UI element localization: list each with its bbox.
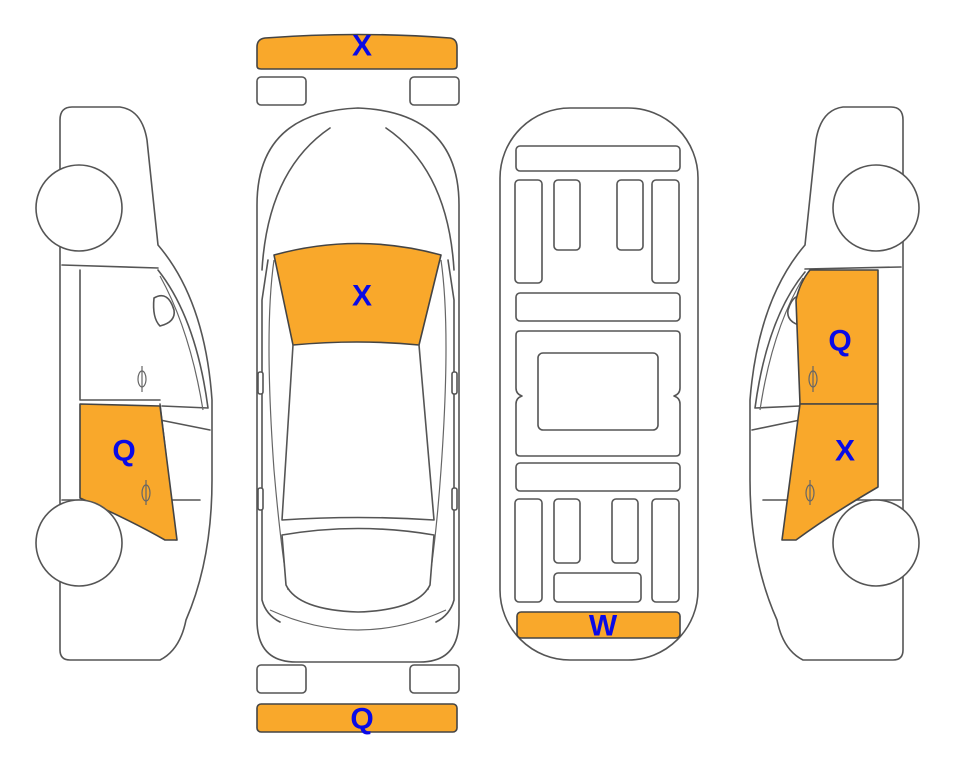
front-right-rail [651, 179, 680, 284]
top-body-outline [256, 107, 460, 663]
front-left-light [256, 76, 307, 106]
right-handle [451, 487, 458, 511]
left-front-handle-icon [137, 366, 147, 392]
rear-bumper-panel[interactable] [256, 703, 458, 733]
right-windshield-inner [759, 277, 804, 411]
right-front-handle-icon [808, 366, 818, 392]
left-windshield-inner [159, 275, 204, 411]
left-roof-line [61, 264, 159, 269]
right-mirror [451, 371, 458, 395]
left-mirror [257, 371, 264, 395]
left-mirror-shape [152, 294, 176, 327]
rear-left-inner [553, 498, 581, 564]
center-panel [537, 352, 659, 431]
hood-left-line [261, 127, 331, 271]
front-left-inner [553, 179, 581, 251]
windshield-label: X [352, 280, 372, 313]
right-rear-handle-icon [805, 480, 815, 505]
right-front-wheel [832, 164, 920, 252]
roof-outline [281, 344, 435, 521]
rear-window [281, 527, 435, 613]
trunk-floor-rear-panel[interactable] [516, 611, 681, 639]
top-crossbar [515, 145, 681, 172]
left-side-view: Q [35, 106, 213, 661]
rear-right-inner [611, 498, 639, 564]
right-pillar-line [435, 259, 455, 623]
left-front-wheel [35, 164, 123, 252]
left-rear-handle-icon [141, 480, 151, 505]
underbody-view: W [499, 107, 699, 661]
left-pillar-line [261, 259, 281, 623]
front-left-rail [514, 179, 543, 284]
windshield-panel[interactable] [273, 242, 442, 346]
mid-rear-crossbar [515, 462, 681, 492]
rear-right-light [409, 664, 460, 694]
right-front-door-label: Q [828, 325, 851, 358]
front-right-light [409, 76, 460, 106]
right-windshield [754, 271, 806, 409]
left-rear-door-label: Q [112, 435, 135, 468]
right-rear-door-panel[interactable] [781, 403, 879, 541]
left-rear-wheel [35, 499, 123, 587]
rear-bumper-label: Q [350, 703, 373, 736]
left-window-front [79, 269, 161, 401]
right-bodyline [751, 419, 801, 431]
left-windshield [157, 269, 209, 409]
mid-front-crossbar [515, 292, 681, 322]
trunk-line [269, 609, 447, 631]
right-rear-door-label: X [835, 435, 855, 468]
rear-left-light [256, 664, 307, 694]
right-side-view: Q X [749, 106, 920, 661]
rear-right-rail [651, 498, 680, 603]
left-bodyline [159, 419, 211, 431]
rear-left-rail [514, 498, 543, 603]
left-handle [257, 487, 264, 511]
left-cabin-line [268, 259, 289, 591]
trunk-floor-rear-label: W [589, 610, 618, 643]
front-bumper-panel[interactable] [256, 33, 458, 70]
front-bumper-label: X [352, 30, 372, 63]
rear-crossbar [553, 572, 642, 603]
front-right-inner [616, 179, 644, 251]
top-view-car: X X Q [256, 30, 460, 736]
right-roof-line [804, 266, 902, 270]
hood-right-line [385, 127, 455, 271]
right-rear-wheel [832, 499, 920, 587]
